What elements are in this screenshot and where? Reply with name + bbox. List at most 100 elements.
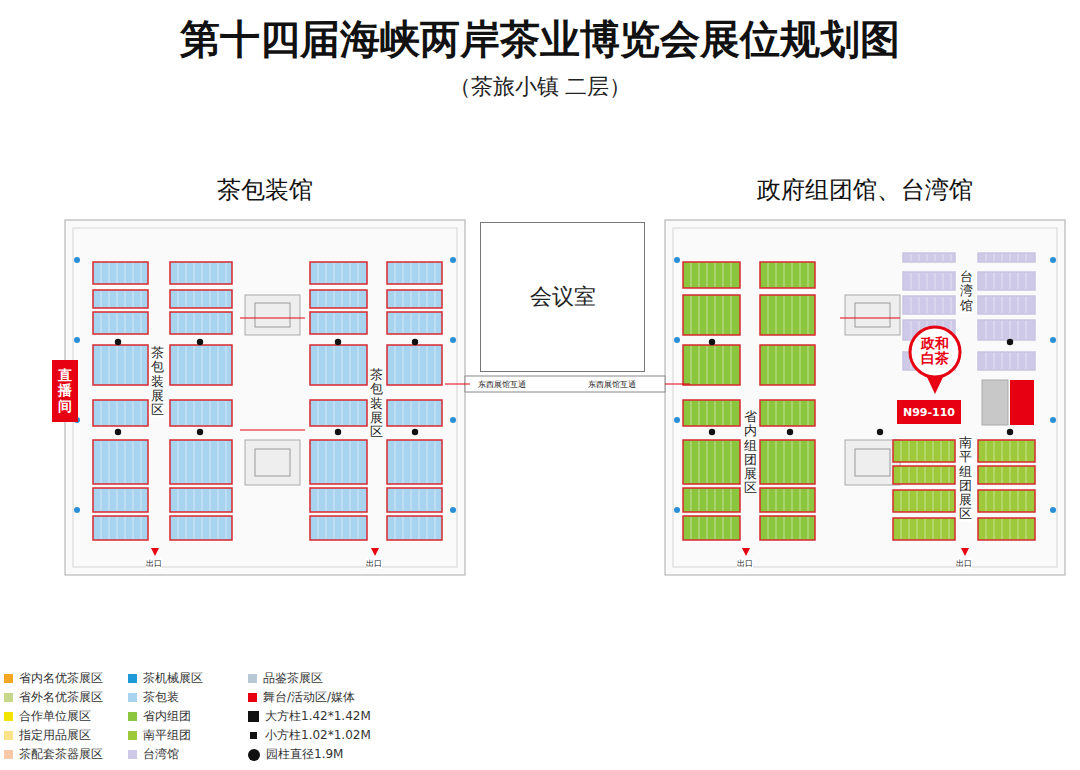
booth-divider: [808, 489, 809, 511]
booth-block: [170, 345, 232, 385]
booth-divider: [986, 297, 987, 313]
zone-label: 茶包装展区: [151, 346, 164, 417]
booth-divider: [731, 441, 732, 483]
toilet-icon: [1050, 507, 1056, 513]
legend-swatch: [128, 712, 137, 721]
booth-divider: [109, 313, 110, 333]
booth-divider: [1018, 273, 1019, 289]
booth-divider: [723, 517, 724, 539]
booth-divider: [941, 441, 942, 461]
booth-divider: [927, 273, 928, 289]
booth-divider: [226, 401, 227, 425]
booth-divider: [326, 313, 327, 333]
booth-divider: [1002, 467, 1003, 483]
tasting-area: [982, 380, 1008, 425]
legend-entry: 指定用品展区: [4, 727, 91, 744]
booth-divider: [141, 263, 142, 283]
booth-divider: [109, 401, 110, 425]
round-column: [1007, 339, 1013, 345]
live-room: 直播间: [52, 360, 78, 422]
booth-divider: [141, 313, 142, 333]
exhibition-hall: 政府组团馆、台湾馆政和白茶N99-110: [665, 220, 1065, 575]
legend-text: 省内名优茶展区: [19, 670, 103, 687]
legend-swatch: [128, 750, 137, 759]
legend-text: 小方柱1.02*1.02M: [265, 727, 371, 744]
booth-divider: [186, 489, 187, 511]
legend-entry: 台湾馆: [128, 746, 179, 763]
booth-divider: [334, 517, 335, 539]
legend-swatch: [4, 731, 13, 740]
booth-divider: [326, 401, 327, 425]
round-column: [412, 429, 418, 435]
booth-divider: [218, 263, 219, 283]
round-column: [709, 429, 715, 435]
booth-divider: [427, 313, 428, 333]
booth-divider: [318, 401, 319, 425]
legend-text: 省内组团: [143, 708, 191, 725]
booth-divider: [691, 346, 692, 384]
booth-divider: [994, 321, 995, 339]
booth-divider: [350, 441, 351, 483]
toilet-icon: [74, 507, 80, 513]
booth-divider: [101, 263, 102, 283]
hall-heading: 茶包装馆: [65, 174, 465, 206]
booth-divider: [117, 489, 118, 511]
booth-divider: [994, 519, 995, 539]
booth-divider: [342, 441, 343, 483]
booth-divider: [101, 517, 102, 539]
booth-divider: [210, 401, 211, 425]
legend-entry: 省内名优茶展区: [4, 670, 103, 687]
booth-divider: [699, 346, 700, 384]
booth-block: [683, 440, 740, 484]
legend-entry: 舞台/活动区/媒体: [248, 689, 355, 706]
toilet-icon: [450, 417, 456, 423]
toilet-icon: [74, 337, 80, 343]
booth-divider: [707, 517, 708, 539]
booth-divider: [178, 313, 179, 333]
booth-divider: [935, 297, 936, 313]
booth-divider: [218, 291, 219, 307]
booth-block: [93, 440, 148, 484]
booth-divider: [792, 296, 793, 334]
booth-divider: [925, 441, 926, 461]
booth-divider: [125, 313, 126, 333]
booth-divider: [699, 517, 700, 539]
booth-block: [93, 488, 148, 512]
booth-divider: [941, 519, 942, 539]
booth-divider: [784, 517, 785, 539]
node-label: 会议室: [530, 282, 596, 312]
booth-divider: [202, 441, 203, 483]
booth-divider: [911, 273, 912, 289]
booth-divider: [427, 489, 428, 511]
booth-divider: [342, 489, 343, 511]
booth-divider: [933, 519, 934, 539]
booth-divider: [1002, 273, 1003, 289]
legend-entry: 大方柱1.42*1.42M: [248, 708, 371, 725]
booth-divider: [776, 346, 777, 384]
booth-divider: [186, 401, 187, 425]
booth-divider: [949, 467, 950, 483]
booth-divider: [133, 263, 134, 283]
booth-divider: [808, 441, 809, 483]
booth-divider: [194, 291, 195, 307]
booth-divider: [1026, 441, 1027, 461]
booth-divider: [395, 263, 396, 283]
booth-block: [978, 466, 1035, 484]
node-label: N99-110: [903, 406, 955, 419]
booth-divider: [318, 263, 319, 283]
booth-divider: [411, 517, 412, 539]
booth-divider: [768, 296, 769, 334]
legend-text: 合作单位展区: [19, 708, 91, 725]
booth-divider: [935, 254, 936, 261]
booth-divider: [342, 263, 343, 283]
booth-divider: [1018, 321, 1019, 339]
booth-divider: [776, 441, 777, 483]
booth-divider: [1010, 297, 1011, 313]
booth-divider: [435, 313, 436, 333]
booth-divider: [792, 401, 793, 425]
booth-divider: [784, 489, 785, 511]
booth-divider: [1026, 467, 1027, 483]
booth-divider: [109, 263, 110, 283]
booth-divider: [202, 263, 203, 283]
booth-divider: [194, 517, 195, 539]
